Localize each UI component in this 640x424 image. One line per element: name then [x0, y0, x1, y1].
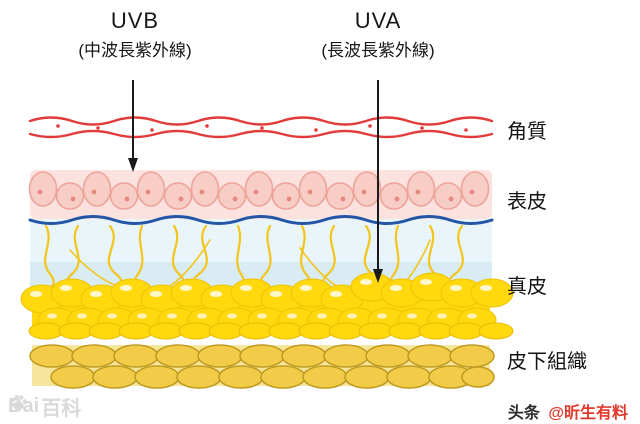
uva-arrow — [373, 80, 383, 283]
baike-watermark: Bai 百科 — [8, 392, 81, 421]
uva-title: UVA — [354, 8, 402, 33]
label-stratum-corneum: 角質 — [507, 121, 547, 143]
label-dermis: 真皮 — [507, 276, 547, 298]
uvb-title: UVB — [110, 8, 160, 33]
stratum-dots — [56, 124, 468, 132]
fat-cells-layer — [20, 272, 514, 340]
toutiao-watermark: 头条 — [507, 405, 540, 422]
baike-watermark-suffix: 百科 — [41, 398, 82, 420]
uva-subtitle: (長波長紫外線) — [321, 41, 435, 60]
label-epidermis: 表皮 — [507, 191, 547, 213]
uvb-subtitle: (中波長紫外線) — [78, 41, 192, 60]
uva-label: UVA (長波長紫外線) — [283, 8, 473, 62]
epidermis-cells — [28, 171, 490, 210]
epidermis-layer — [28, 170, 492, 219]
stratum-corneum-layer — [28, 116, 494, 139]
uvb-label: UVB (中波長紫外線) — [40, 8, 230, 62]
subcutaneous-layer — [29, 344, 495, 389]
author-handle: @昕生有料 — [548, 405, 628, 422]
uvb-arrow — [128, 80, 138, 172]
label-subcutaneous: 皮下組織 — [507, 351, 587, 373]
source-watermark: 头条 @昕生有料 — [508, 399, 628, 423]
basement-membrane-line — [28, 215, 494, 225]
